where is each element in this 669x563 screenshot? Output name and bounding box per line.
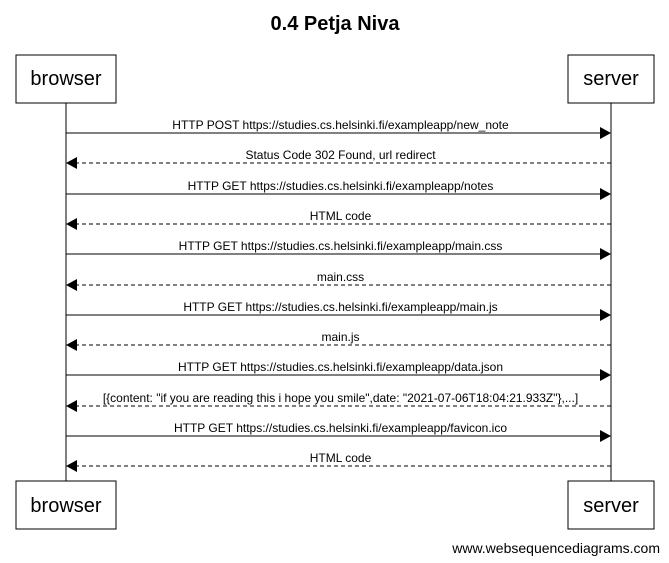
message-10: [{content: "if you are reading this i ho… [66,391,611,412]
message-2: Status Code 302 Found, url redirect [66,148,611,169]
message-6: main.css [66,270,611,291]
message-label: HTTP GET https://studies.cs.helsinki.fi/… [179,239,503,253]
message-label: HTTP GET https://studies.cs.helsinki.fi/… [183,300,497,314]
arrowhead-icon [66,339,77,351]
arrowhead-icon [600,188,611,200]
message-3: HTTP GET https://studies.cs.helsinki.fi/… [66,179,611,200]
message-label: HTTP GET https://studies.cs.helsinki.fi/… [174,421,507,435]
actor-browser-bottom: browser [15,480,117,530]
message-11: HTTP GET https://studies.cs.helsinki.fi/… [66,421,611,442]
arrowhead-icon [66,460,77,472]
message-4: HTML code [66,209,611,230]
arrowhead-icon [600,248,611,260]
message-label: main.js [321,330,359,344]
message-label: HTTP GET https://studies.cs.helsinki.fi/… [188,179,494,193]
actor-browser-top: browser [15,54,117,104]
message-label: Status Code 302 Found, url redirect [245,148,436,162]
arrowhead-icon [600,309,611,321]
actor-server-top-label: server [583,68,639,90]
actor-browser-bottom-label: browser [30,495,101,517]
message-label: HTML code [310,209,372,223]
actor-server-bottom: server [567,480,655,530]
arrowhead-icon [600,127,611,139]
actor-browser-top-label: browser [30,68,101,90]
arrowhead-icon [600,430,611,442]
message-5: HTTP GET https://studies.cs.helsinki.fi/… [66,239,611,260]
arrowhead-icon [66,157,77,169]
actor-server-bottom-label: server [583,495,639,517]
message-8: main.js [66,330,611,351]
message-9: HTTP GET https://studies.cs.helsinki.fi/… [66,360,611,381]
message-1: HTTP POST https://studies.cs.helsinki.fi… [66,118,611,139]
arrowhead-icon [66,279,77,291]
arrowhead-icon [600,369,611,381]
message-7: HTTP GET https://studies.cs.helsinki.fi/… [66,300,611,321]
arrowhead-icon [66,400,77,412]
message-label: [{content: "if you are reading this i ho… [103,391,578,405]
actor-server-top: server [567,54,655,104]
arrowhead-icon [66,218,77,230]
watermark: www.websequencediagrams.com [451,540,660,556]
message-label: HTML code [310,451,372,465]
message-12: HTML code [66,451,611,472]
message-label: HTTP POST https://studies.cs.helsinki.fi… [172,118,509,132]
messages: HTTP POST https://studies.cs.helsinki.fi… [66,118,611,472]
diagram-title: 0.4 Petja Niva [271,13,401,35]
message-label: main.css [317,270,364,284]
message-label: HTTP GET https://studies.cs.helsinki.fi/… [178,360,503,374]
